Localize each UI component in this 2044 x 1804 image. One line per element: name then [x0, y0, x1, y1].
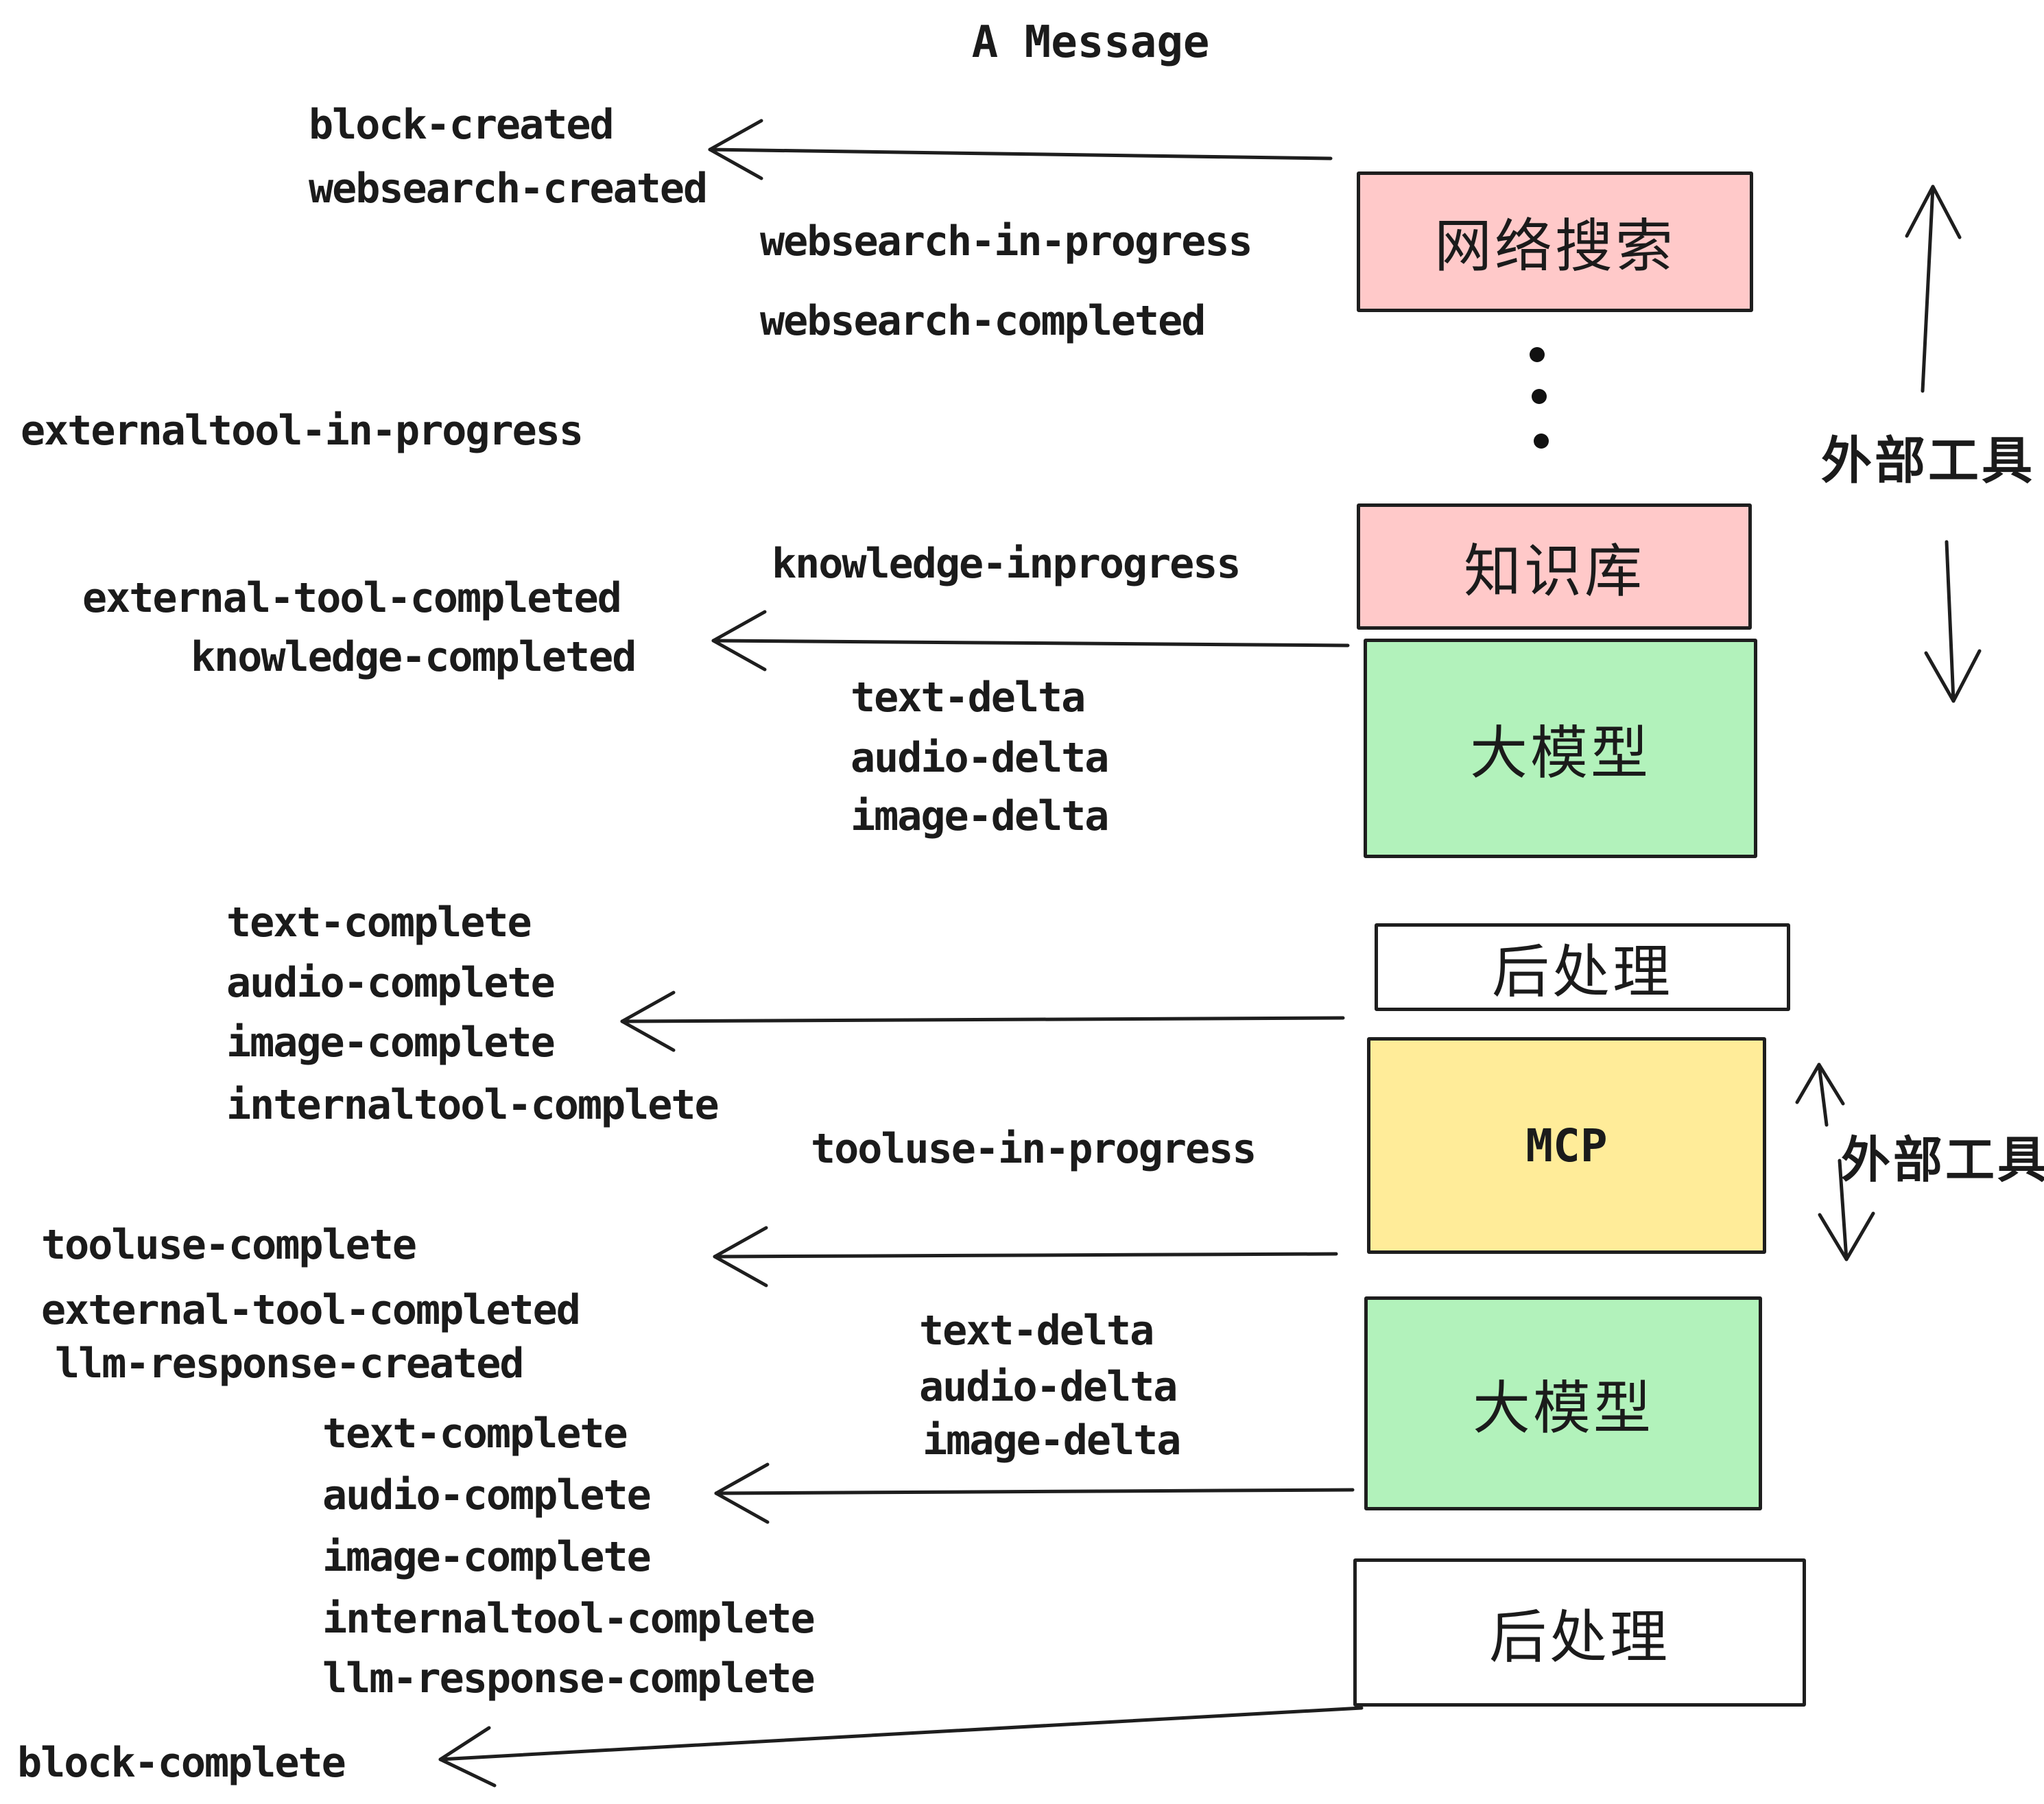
arrow-left-icon	[620, 990, 1345, 1052]
event-external-tool-completed: external-tool-completed	[82, 574, 622, 622]
box-llm-2-label: 大模型	[1472, 1375, 1654, 1440]
event-llm-response-created: llm-response-created	[55, 1340, 524, 1388]
side-label-external-tools-2: 外部工具	[1841, 1133, 2044, 1188]
box-mcp-label: MCP	[1525, 1119, 1608, 1172]
arrow-left-icon	[714, 1462, 1355, 1524]
ellipsis-dot	[1530, 347, 1545, 362]
event-text-complete-2: text-complete	[322, 1410, 628, 1458]
event-text-delta: text-delta	[851, 674, 1086, 722]
event-internaltool-complete: internaltool-complete	[226, 1081, 720, 1129]
event-external-tool-completed-2: external-tool-completed	[41, 1286, 581, 1334]
event-image-complete-2: image-complete	[322, 1533, 652, 1581]
box-llm-2: 大模型	[1364, 1296, 1762, 1510]
event-websearch-created: websearch-created	[309, 165, 708, 213]
event-audio-complete: audio-complete	[226, 959, 556, 1007]
event-tooluse-complete: tooluse-complete	[41, 1221, 417, 1269]
event-image-delta: image-delta	[851, 792, 1109, 840]
box-websearch-label: 网络搜索	[1434, 214, 1676, 278]
arrow-down-icon	[1818, 1159, 1875, 1261]
box-knowledge-label: 知识库	[1463, 538, 1645, 604]
event-knowledge-inprogress: knowledge-inprogress	[772, 540, 1241, 588]
box-llm-1-label: 大模型	[1469, 720, 1651, 785]
box-postprocess-2: 后处理	[1353, 1558, 1806, 1707]
event-audio-complete-2: audio-complete	[322, 1471, 652, 1519]
event-websearch-in-progress: websearch-in-progress	[760, 217, 1253, 265]
diagram-title: A Message	[971, 17, 1210, 68]
box-postprocess-2-label: 后处理	[1488, 1604, 1670, 1670]
event-externaltool-in-progress: externaltool-in-progress	[21, 407, 584, 455]
event-block-created: block-created	[309, 101, 615, 149]
ellipsis-dot	[1532, 389, 1547, 404]
event-audio-delta-2: audio-delta	[919, 1363, 1178, 1411]
box-llm-1: 大模型	[1364, 639, 1757, 858]
arrow-left-icon	[713, 1226, 1338, 1287]
event-text-delta-2: text-delta	[919, 1307, 1154, 1355]
event-knowledge-completed: knowledge-completed	[191, 633, 637, 681]
event-audio-delta: audio-delta	[851, 734, 1109, 782]
event-image-delta-2: image-delta	[923, 1416, 1181, 1464]
box-postprocess-1: 后处理	[1375, 923, 1790, 1011]
arrow-down-icon	[1924, 540, 1982, 703]
arrow-left-icon	[711, 610, 1350, 672]
event-internaltool-complete-2: internaltool-complete	[322, 1595, 816, 1643]
side-label-external-tools-1: 外部工具	[1821, 432, 2035, 489]
box-knowledge: 知识库	[1357, 503, 1752, 630]
event-websearch-completed: websearch-completed	[760, 297, 1206, 345]
arrow-up-icon	[1795, 1063, 1845, 1127]
event-image-complete: image-complete	[226, 1019, 556, 1067]
event-text-complete: text-complete	[226, 899, 532, 947]
box-websearch: 网络搜索	[1357, 171, 1753, 312]
arrow-up-icon	[1905, 185, 1962, 393]
arrow-left-icon	[708, 119, 1333, 180]
box-postprocess-1-label: 后处理	[1491, 939, 1673, 1004]
event-block-complete: block-complete	[17, 1739, 346, 1787]
event-tooluse-in-progress: tooluse-in-progress	[811, 1125, 1257, 1173]
arrow-left-icon	[438, 1706, 1364, 1788]
ellipsis-dot	[1534, 434, 1549, 449]
event-llm-response-complete: llm-response-complete	[322, 1654, 816, 1702]
box-mcp: MCP	[1367, 1037, 1766, 1254]
